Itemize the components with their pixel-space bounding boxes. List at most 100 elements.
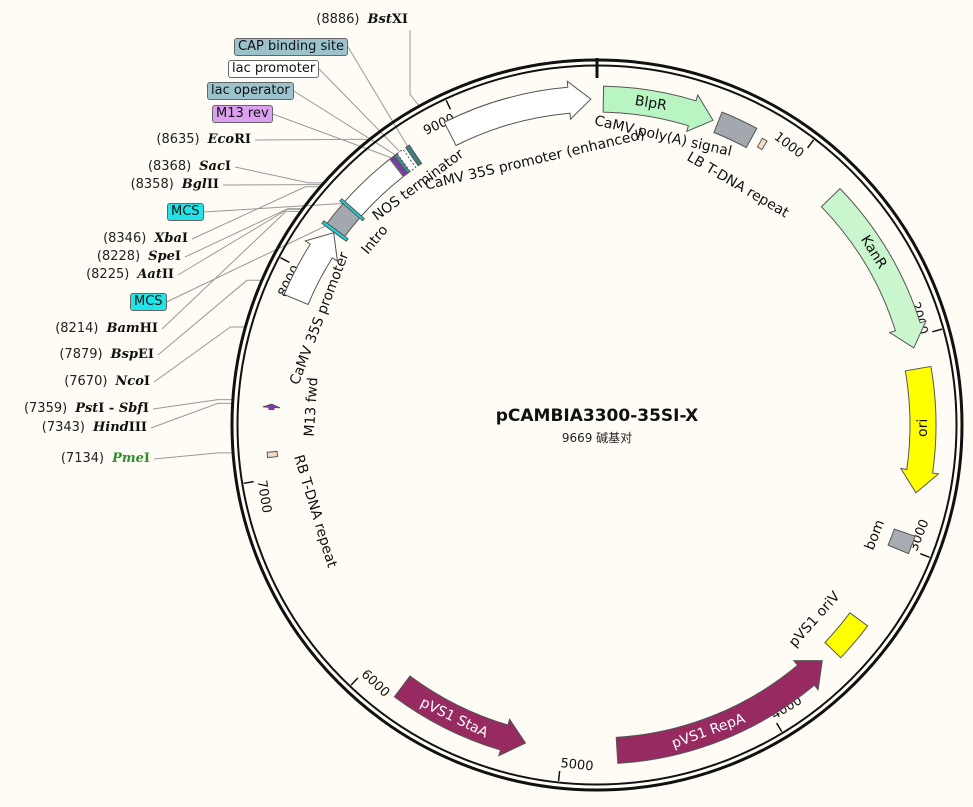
tick-label: 6000 [358, 667, 392, 701]
enzyme-name: BspEI [111, 347, 154, 362]
enzyme-site-label[interactable]: (8214) BamHI [55, 320, 158, 338]
enzyme-name-part: Sac [199, 159, 225, 174]
callout-leader-line [347, 46, 409, 148]
enzyme-site-label[interactable]: (7879) BspEI [59, 346, 154, 364]
enzyme-leader-line [152, 399, 233, 410]
enzyme-leader-line [157, 279, 262, 356]
tick-mark [806, 139, 815, 149]
blpr-feature [602, 85, 714, 133]
rb-t-dna-repeat-feature [266, 450, 279, 459]
enzyme-name: PmeI [112, 451, 150, 466]
enzyme-position: (8358) [130, 177, 174, 192]
leader-lines [150, 30, 420, 460]
enzyme-name: SpeI [148, 249, 181, 264]
tick-mark [775, 722, 783, 733]
enzyme-name-part: Xba [154, 231, 182, 246]
feature-feature [396, 148, 417, 173]
camv-35s-promoter-enhanced-feature [443, 80, 592, 147]
feature-feature [339, 198, 366, 222]
bom-feature [887, 528, 916, 555]
pvs1-staa-feature [393, 675, 527, 757]
enzyme-site-label[interactable]: (7343) HindIII [42, 419, 147, 437]
tick-mark [445, 99, 452, 110]
enzyme-name-part: Bam [106, 321, 140, 336]
enzyme-site-label[interactable]: (8346)XbaI [103, 230, 188, 248]
features [262, 80, 940, 764]
bom-label: bom [862, 518, 888, 553]
mcs-callout[interactable]: MCS [167, 203, 204, 221]
tick-mark [557, 770, 561, 782]
enzyme-position: (8214) [55, 321, 99, 336]
cap-binding-site-callout[interactable]: CAP binding site [234, 38, 349, 56]
enzyme-name-part: Nco [115, 374, 144, 389]
enzyme-site-label[interactable]: (8225) AatII [86, 266, 174, 284]
enzyme-name-part: II [161, 267, 174, 282]
enzyme-name-part: III [128, 420, 147, 435]
enzyme-position: (7670) [64, 374, 108, 389]
callout-leader-line [203, 202, 345, 213]
enzyme-name-part: Sbf [118, 401, 143, 416]
enzyme-name-part: Pst [75, 401, 99, 416]
callout-leader-line [293, 90, 397, 156]
plasmid-length: 9669 碱基对 [561, 431, 633, 445]
enzyme-position: (7343) [41, 420, 85, 435]
enzyme-name-part: II [206, 177, 219, 192]
enzyme-position: (7359) [23, 401, 68, 416]
tick-mark [932, 328, 943, 333]
camv-35s-promoter-feature [283, 232, 339, 306]
enzyme-site-label[interactable]: (8228) SpeI [97, 248, 181, 266]
enzyme-name-part: EI [138, 347, 154, 362]
plasmid-name: pCAMBIA3300-35SI-X [495, 406, 699, 426]
enzyme-name-part: Pme [112, 451, 144, 466]
enzyme-site-label[interactable]: (8358) BglII [131, 176, 219, 194]
mcs-callout[interactable]: MCS [130, 293, 167, 311]
feature-feature [321, 220, 349, 242]
enzyme-site-label[interactable]: (8368)SacI [148, 158, 231, 176]
enzyme-site-label[interactable]: (7359) PstI - SbfI [24, 400, 149, 418]
lac-operator-callout[interactable]: lac operator [207, 82, 294, 100]
tick-mark [243, 480, 254, 485]
enzyme-site-label[interactable]: (8886)BstXI [316, 11, 408, 29]
enzyme-name-part: I [142, 401, 149, 416]
feature-feature [405, 144, 423, 167]
enzyme-site-label[interactable]: (7134) PmeI [61, 450, 150, 468]
enzyme-site-label[interactable]: (8635)EcoRI [156, 131, 251, 149]
enzyme-name: XbaI [154, 231, 188, 246]
enzyme-position: (8225) [86, 267, 130, 282]
enzyme-name-part: Bsp [110, 347, 138, 362]
enzyme-name: PstI - SbfI [75, 401, 149, 416]
enzyme-name-part: Eco [207, 132, 235, 147]
enzyme-name: BamHI [106, 321, 158, 336]
enzyme-name-part: I - [98, 401, 119, 416]
ori-feature [899, 365, 940, 494]
lac-promoter-callout[interactable]: lac promoter [228, 60, 320, 78]
enzyme-name-part: RI [234, 132, 251, 147]
m13-rev-callout[interactable]: M13 rev [212, 105, 273, 123]
blpr-label: BlpR [634, 93, 669, 114]
tick-mark [920, 552, 930, 559]
tick-mark [280, 257, 290, 264]
tick-label: 1000 [771, 129, 806, 161]
callout-leader-line [272, 113, 393, 159]
enzyme-name: AatII [137, 267, 174, 282]
enzyme-name-part: Hind [92, 420, 129, 435]
callout-leader-line [166, 225, 327, 303]
enzyme-leader-line [161, 210, 302, 330]
enzyme-name-part: I [181, 231, 188, 246]
enzyme-position: (7134) [60, 451, 105, 466]
tick-mark [350, 677, 359, 686]
enzyme-name-part: I [224, 159, 231, 174]
enzyme-name-part: Aat [137, 267, 162, 282]
enzyme-site-label[interactable]: (7670)NcoI [64, 373, 150, 391]
kanr-feature [820, 187, 927, 349]
enzyme-name-part: Bgl [181, 177, 207, 192]
lb-t-dna-repeat-label: LB T-DNA repeat [684, 149, 792, 221]
pvs1-repa-feature [615, 660, 823, 764]
lb-t-dna-repeat-feature [756, 137, 768, 151]
callout-leader-line [318, 68, 401, 153]
pvs1-oriv-feature [824, 612, 869, 659]
enzyme-position: (7879) [59, 347, 103, 362]
enzyme-position: (8228) [96, 249, 141, 264]
m13-fwd-feature [262, 403, 281, 411]
